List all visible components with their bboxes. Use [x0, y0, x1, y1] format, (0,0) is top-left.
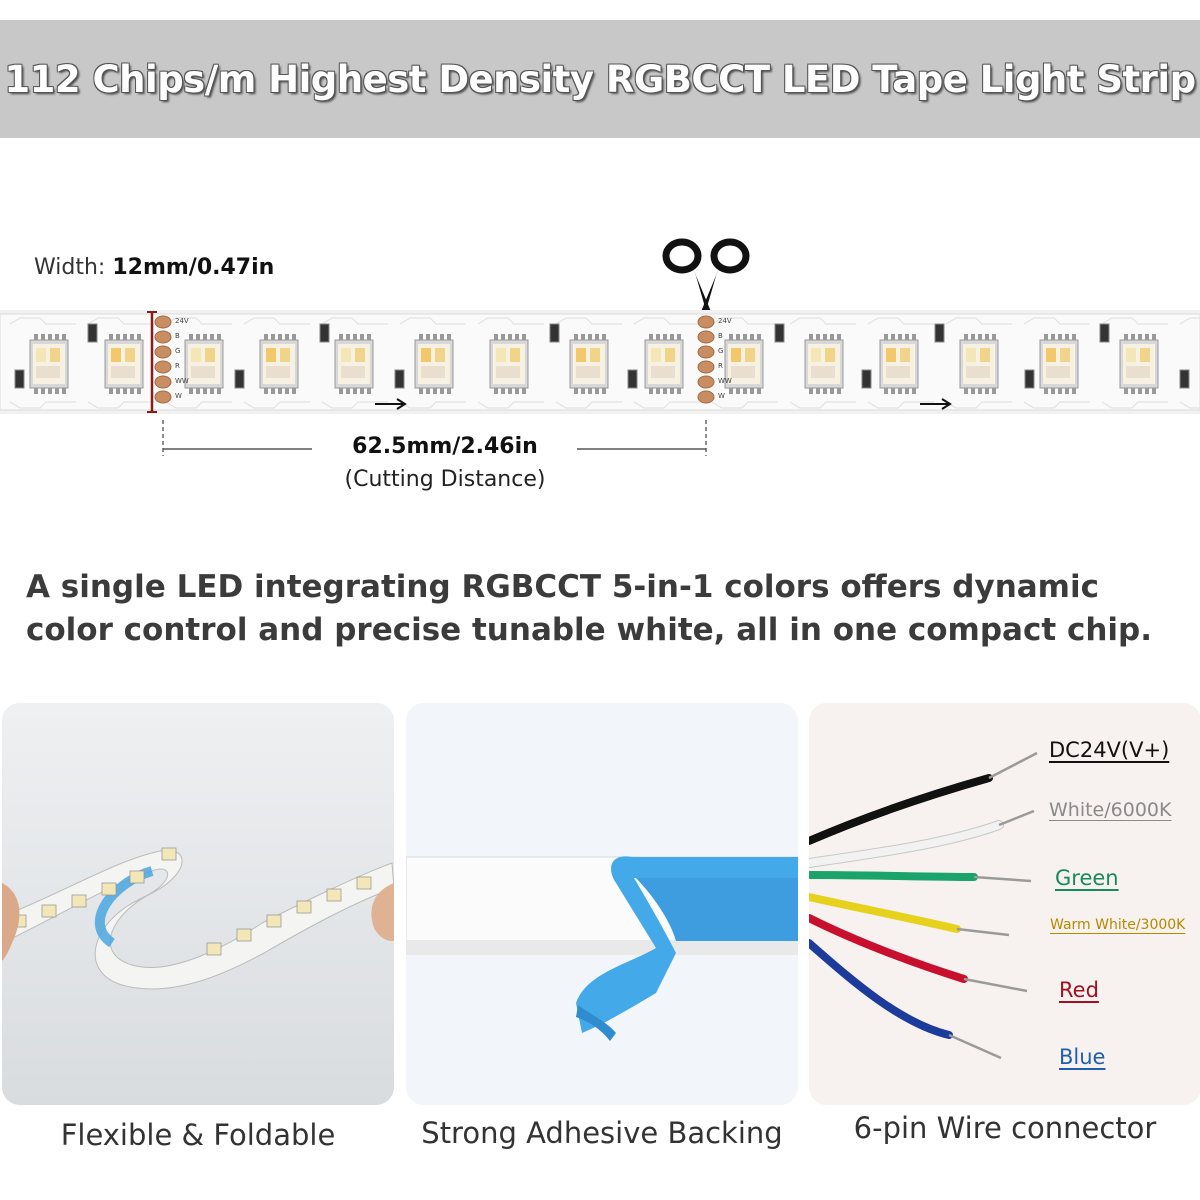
product-description: A single LED integrating RGBCCT 5-in-1 c…: [26, 569, 1152, 648]
led-chip: [959, 334, 999, 394]
pad-label: B: [175, 332, 180, 340]
resistor: [861, 369, 872, 389]
cutting-distance-value: 62.5mm/2.46in: [352, 434, 538, 459]
pad-label: R: [175, 362, 180, 370]
pad-label: W: [718, 392, 725, 400]
wire-tip: [973, 875, 1032, 883]
resistor: [14, 369, 25, 389]
resistor: [934, 323, 945, 343]
led-chip: [334, 334, 374, 394]
wire-label-green: Green: [1055, 866, 1119, 890]
led-chip: [414, 334, 454, 394]
wire-label-blue: Blue: [1059, 1045, 1106, 1069]
width-label: Width: 12mm/0.47in: [34, 255, 274, 280]
wire: [809, 871, 978, 881]
wire: [809, 821, 1003, 867]
led-chip: [104, 334, 144, 394]
cutting-distance-note: (Cutting Distance): [344, 467, 546, 492]
scissors-icon: [662, 238, 750, 314]
wire: [809, 914, 968, 983]
adhesive-backing-image: [406, 703, 798, 1105]
resistor: [774, 323, 785, 343]
wire-label-white: White/6000K: [1049, 799, 1172, 821]
led-chip: [569, 334, 609, 394]
page-title: 112 Chips/m Highest Density RGBCCT LED T…: [4, 57, 1196, 101]
pad-label: 24V: [175, 317, 189, 325]
wire-connector-image: [809, 703, 1200, 1105]
width-label-value: 12mm/0.47in: [112, 255, 275, 280]
width-label-prefix: Width:: [34, 255, 106, 280]
wire-label-dc24v: DC24V(V+): [1049, 738, 1170, 762]
cutting-dimension-line: [162, 420, 707, 456]
caption-flexible: Flexible & Foldable: [60, 1118, 336, 1152]
direction-arrow-icon: [375, 398, 407, 410]
wire-tip: [956, 927, 1010, 937]
resistor: [627, 369, 638, 389]
led-chip: [1119, 334, 1159, 394]
led-chip: [724, 334, 764, 394]
direction-arrow-icon: [920, 398, 952, 410]
led-chip: [644, 334, 684, 394]
wire-tip: [963, 977, 1028, 993]
led-chip: [184, 334, 224, 394]
pad-label: G: [718, 347, 723, 355]
resistor: [1179, 369, 1190, 389]
pad-label: WW: [718, 377, 732, 385]
wire: [809, 774, 993, 845]
wire-label-warm-white: Warm White/3000K: [1050, 917, 1186, 933]
flexible-strip-image: [2, 703, 394, 1105]
resistor: [234, 369, 245, 389]
resistor: [319, 323, 330, 343]
pad-label: B: [718, 332, 723, 340]
led-chip: [804, 334, 844, 394]
title-banner: 112 Chips/m Highest Density RGBCCT LED T…: [0, 20, 1200, 138]
resistor: [1099, 323, 1110, 343]
wire: [809, 939, 953, 1039]
led-chip: [259, 334, 299, 394]
caption-adhesive: Strong Adhesive Backing: [421, 1116, 783, 1150]
wire-label-red: Red: [1059, 978, 1099, 1002]
pad-label: W: [175, 392, 182, 400]
resistor: [87, 323, 98, 343]
resistor: [1024, 369, 1035, 389]
pad-label: G: [175, 347, 180, 355]
wire-tip: [998, 809, 1035, 827]
pad-label: 24V: [718, 317, 732, 325]
resistor: [394, 369, 405, 389]
led-chip: [879, 334, 919, 394]
resistor: [549, 323, 560, 343]
wire-tip: [988, 751, 1038, 780]
caption-connector: 6-pin Wire connector: [853, 1111, 1157, 1145]
led-chip: [1039, 334, 1079, 394]
led-chip: [489, 334, 529, 394]
led-chip: [29, 334, 69, 394]
wire-tip: [948, 1033, 1002, 1060]
wire: [809, 893, 961, 933]
pad-label: R: [718, 362, 723, 370]
pad-label: WW: [175, 377, 189, 385]
